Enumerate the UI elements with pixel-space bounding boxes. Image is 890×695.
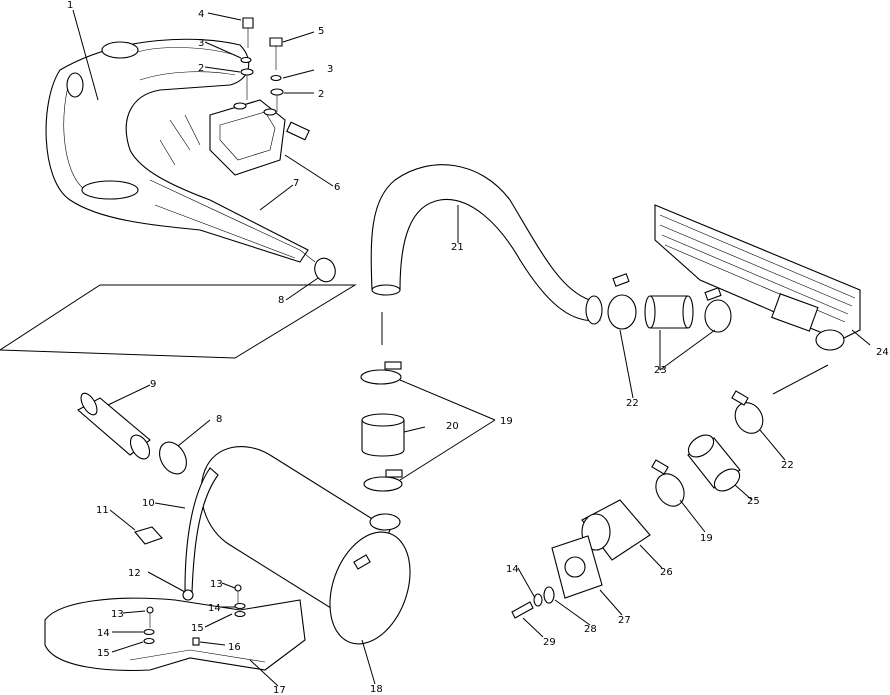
callout-18: 18 — [370, 684, 383, 695]
callout-22-upper: 22 — [626, 398, 639, 409]
tail-pipe-assembly — [654, 204, 861, 351]
callout-14-lower: 14 — [506, 564, 519, 575]
callout-16: 16 — [228, 642, 241, 653]
callout-13-right: 13 — [210, 579, 223, 590]
assembly-bracket-line — [0, 284, 357, 359]
exhaust-manifold — [209, 99, 310, 176]
callout-15-left: 15 — [97, 648, 110, 659]
callout-17: 17 — [273, 685, 286, 695]
callout-labels: 1 4 3 2 5 3 2 6 7 8 9 8 10 11 12 13 14 1… — [67, 0, 889, 695]
callout-28: 28 — [584, 624, 597, 635]
callout-12: 12 — [128, 568, 141, 579]
callout-20: 20 — [446, 421, 459, 432]
callout-9: 9 — [150, 379, 156, 390]
muffler-bracket — [44, 597, 306, 671]
callout-8-lower: 8 — [216, 414, 222, 425]
callout-21: 21 — [451, 242, 464, 253]
callout-24: 24 — [876, 347, 889, 358]
callout-22-lower: 22 — [781, 460, 794, 471]
callout-26: 26 — [660, 567, 673, 578]
callout-8-upper: 8 — [278, 295, 284, 306]
expansion-chamber — [45, 38, 309, 263]
coupler-upper — [607, 273, 732, 333]
callout-5: 5 — [318, 26, 324, 37]
outlet-assembly — [511, 390, 764, 619]
callout-7: 7 — [293, 178, 299, 189]
manifold-bolts — [240, 17, 284, 112]
adapter-tube — [77, 392, 187, 475]
callout-3-right: 3 — [327, 64, 333, 75]
callout-10: 10 — [142, 498, 155, 509]
callout-2: 2 — [198, 63, 204, 74]
bracket-fasteners — [143, 584, 246, 646]
callout-25: 25 — [747, 496, 760, 507]
callout-19-lower: 19 — [700, 533, 713, 544]
callout-4: 4 — [198, 9, 204, 20]
rubber-pad — [134, 526, 163, 545]
callout-3: 3 — [198, 38, 204, 49]
callout-6: 6 — [334, 182, 340, 193]
leader-lines — [72, 9, 871, 687]
center-coupler-set — [360, 361, 405, 492]
callout-14-right: 14 — [208, 603, 221, 614]
callout-29: 29 — [543, 637, 556, 648]
callout-1: 1 — [67, 0, 73, 11]
callout-19-center: 19 — [500, 416, 513, 427]
callout-2-right: 2 — [318, 89, 324, 100]
callout-23: 23 — [654, 365, 667, 376]
exhaust-hose — [370, 164, 603, 325]
muffler — [200, 446, 411, 645]
spring-ring-upper — [314, 257, 336, 283]
callout-14-left: 14 — [97, 628, 110, 639]
callout-27: 27 — [618, 615, 631, 626]
callout-15-right: 15 — [191, 623, 204, 634]
callout-13-left: 13 — [111, 609, 124, 620]
callout-11: 11 — [96, 505, 109, 516]
